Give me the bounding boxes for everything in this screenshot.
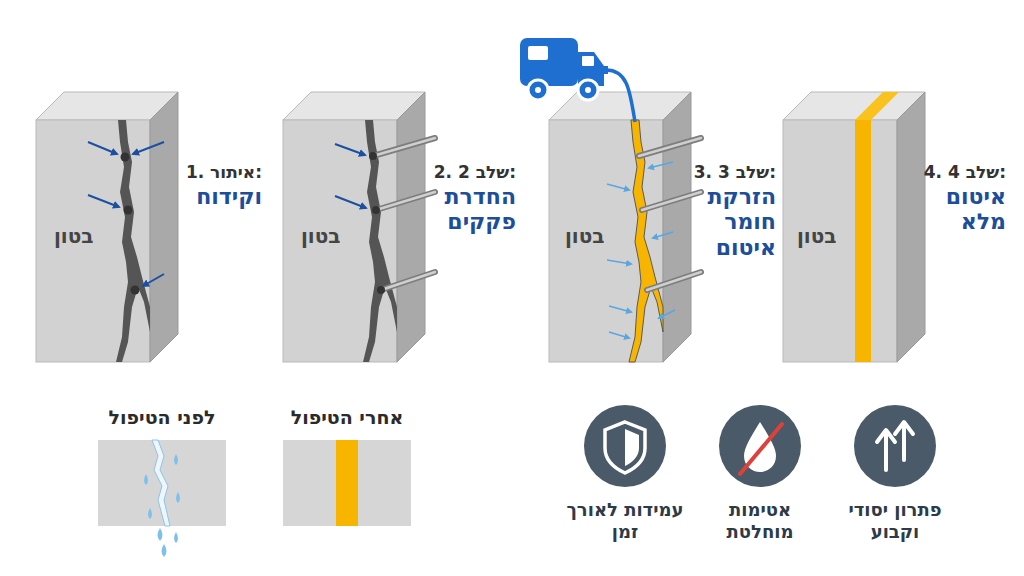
block-shape [283,92,425,362]
pointer-arrows [335,144,366,208]
no-drop-icon [740,422,782,474]
hose [606,70,635,122]
sealed-band [855,120,871,362]
step-title: החדרת פקקים [420,184,516,235]
panel-heading: אחרי הטיפול [257,406,437,428]
step-title: וקידוח [176,184,262,209]
concrete-block [36,92,178,362]
block-shape [36,92,178,362]
concrete-block-face: בטון [36,120,150,362]
feature-icon: אטימות מוחלטת [719,405,801,487]
block-shape [549,92,691,362]
material-label: בטון [797,224,837,248]
block-shape [783,92,925,362]
flow-arrows [607,162,675,338]
concrete-block-face: בטון [549,120,663,362]
shield-icon [605,422,645,473]
concrete-block [283,92,435,362]
comparison-panel: אחרי הטיפול [283,440,411,526]
feature-icon: עמידות לאורך זמן [584,405,666,487]
step-title: הזרקת חומר איטום [684,184,776,260]
comparison-panel: לפני הטיפול [98,440,226,526]
feature-caption: פתרון יסודי וקבוע [830,499,960,542]
icon-circles [584,405,936,487]
sealed-band-top [855,92,899,120]
pump-truck [520,38,608,100]
concrete-block [549,92,701,362]
panel-heading: לפני הטיפול [72,406,252,428]
concrete-block-face: בטון [283,120,397,362]
step-number: 2. שלב 2: [420,162,516,182]
feature-icon: פתרון יסודי וקבוע [854,405,936,487]
feature-caption: עמידות לאורך זמן [560,499,690,542]
after-panel [283,440,411,526]
pointer-arrows [88,142,164,286]
step-number: 3. שלב 3: [684,162,776,182]
before-panel [98,440,226,557]
arrows-up-icon [877,422,913,470]
drill-point [131,286,140,295]
drill-point [121,153,130,162]
material-label: בטון [54,224,94,248]
water-drops [144,454,180,557]
step-number: 1. איתור: [176,162,262,182]
crack [116,120,150,362]
feature-caption: אטימות מוחלטת [695,499,825,542]
packers [369,138,435,294]
step-title: איטום מלא [914,184,1006,235]
step-number: 4. שלב 4: [914,162,1006,182]
material-label: בטון [565,224,605,248]
concrete-block [783,92,925,362]
concrete-block-face: בטון [783,120,897,362]
packers [639,138,701,290]
drill-point [124,206,133,215]
material-label: בטון [301,224,341,248]
